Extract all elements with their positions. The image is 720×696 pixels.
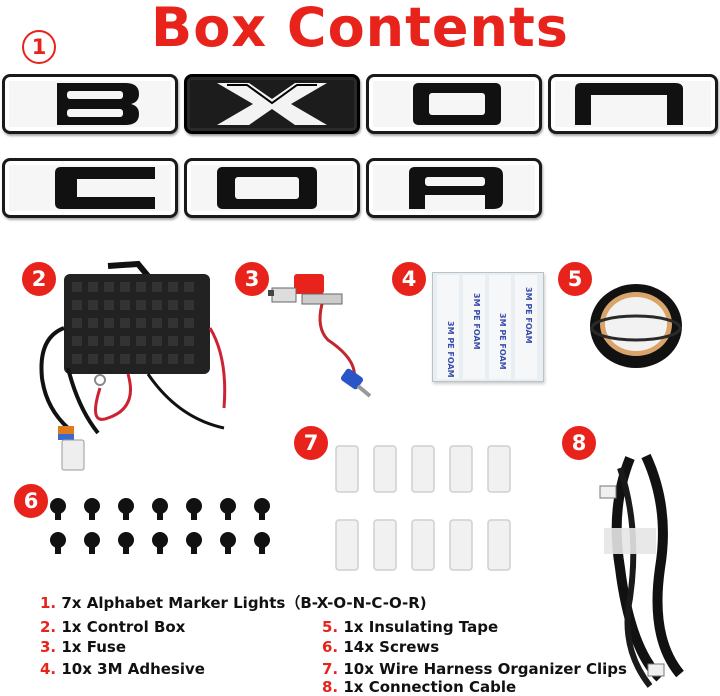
item-1-badge: 1 <box>22 30 56 64</box>
list-item-7: 7. 10x Wire Harness Organizer Clips <box>322 660 627 678</box>
list-item-4-text: 10x 3M Adhesive <box>61 660 205 678</box>
fuse-image <box>268 274 372 398</box>
list-item-2-number: 2. <box>40 618 57 636</box>
list-item-1: 1. 7x Alphabet Marker Lights（B-X-O-N-C-O… <box>40 592 427 613</box>
item-3-badge: 3 <box>235 262 269 296</box>
list-item-5-number: 5. <box>322 618 339 636</box>
item-6-badge: 6 <box>14 484 48 518</box>
letter-light-n <box>548 74 718 134</box>
svg-text:3M PE FOAM: 3M PE FOAM <box>446 321 455 378</box>
list-item-8: 8. 1x Connection Cable <box>322 678 516 696</box>
list-item-3: 3. 1x Fuse <box>40 638 126 656</box>
item-4-badge: 4 <box>392 262 426 296</box>
control-box-image <box>39 260 227 471</box>
list-item-7-number: 7. <box>322 660 339 678</box>
letter-o2-glyph <box>217 167 317 209</box>
list-item-6-text: 14x Screws <box>343 638 440 656</box>
list-item-8-text: 1x Connection Cable <box>343 678 517 696</box>
insulating-tape-image <box>590 284 682 368</box>
letter-light-x <box>184 74 360 134</box>
letter-light-o <box>366 74 542 134</box>
letter-light-o2 <box>184 158 360 218</box>
item-8-badge: 8 <box>562 426 596 460</box>
list-item-6: 6. 14x Screws <box>322 638 439 656</box>
screws-image <box>50 498 270 554</box>
svg-text:3M PE FOAM: 3M PE FOAM <box>524 287 533 344</box>
connection-cable-image <box>599 453 684 688</box>
list-item-2: 2. 1x Control Box <box>40 618 185 636</box>
item-7-badge: 7 <box>294 426 328 460</box>
adhesive-pack-image: 3M PE FOAM 3M PE FOAM 3M PE FOAM 3M PE F… <box>432 272 544 382</box>
svg-text:3M PE FOAM: 3M PE FOAM <box>472 293 481 350</box>
organizer-clips-image <box>335 445 511 571</box>
page-title: Box Contents <box>151 0 569 59</box>
list-item-2-text: 1x Control Box <box>61 618 186 636</box>
list-item-1-text: 7x Alphabet Marker Lights（B-X-O-N-C-O-R) <box>61 594 427 612</box>
list-item-6-number: 6. <box>322 638 339 656</box>
list-item-3-text: 1x Fuse <box>61 638 126 656</box>
list-item-4: 4. 10x 3M Adhesive <box>40 660 205 678</box>
letter-c-glyph <box>55 167 155 209</box>
svg-text:3M PE FOAM: 3M PE FOAM <box>498 313 507 370</box>
letter-b-glyph <box>57 83 139 125</box>
list-item-3-number: 3. <box>40 638 57 656</box>
list-item-8-number: 8. <box>322 678 339 696</box>
list-item-7-text: 10x Wire Harness Organizer Clips <box>343 660 627 678</box>
letter-light-b <box>2 74 178 134</box>
list-item-4-number: 4. <box>40 660 57 678</box>
letter-n-glyph <box>575 83 683 125</box>
list-item-5: 5. 1x Insulating Tape <box>322 618 498 636</box>
letter-r-glyph <box>409 167 503 209</box>
item-5-badge: 5 <box>558 262 592 296</box>
letter-o-glyph <box>413 83 501 125</box>
list-item-1-number: 1. <box>40 594 57 612</box>
list-item-5-text: 1x Insulating Tape <box>343 618 499 636</box>
letter-light-c <box>2 158 178 218</box>
letter-light-r <box>366 158 542 218</box>
letter-x-glyph <box>217 83 327 125</box>
adhesive-strips: 3M PE FOAM 3M PE FOAM 3M PE FOAM 3M PE F… <box>437 275 537 379</box>
item-2-badge: 2 <box>22 262 56 296</box>
